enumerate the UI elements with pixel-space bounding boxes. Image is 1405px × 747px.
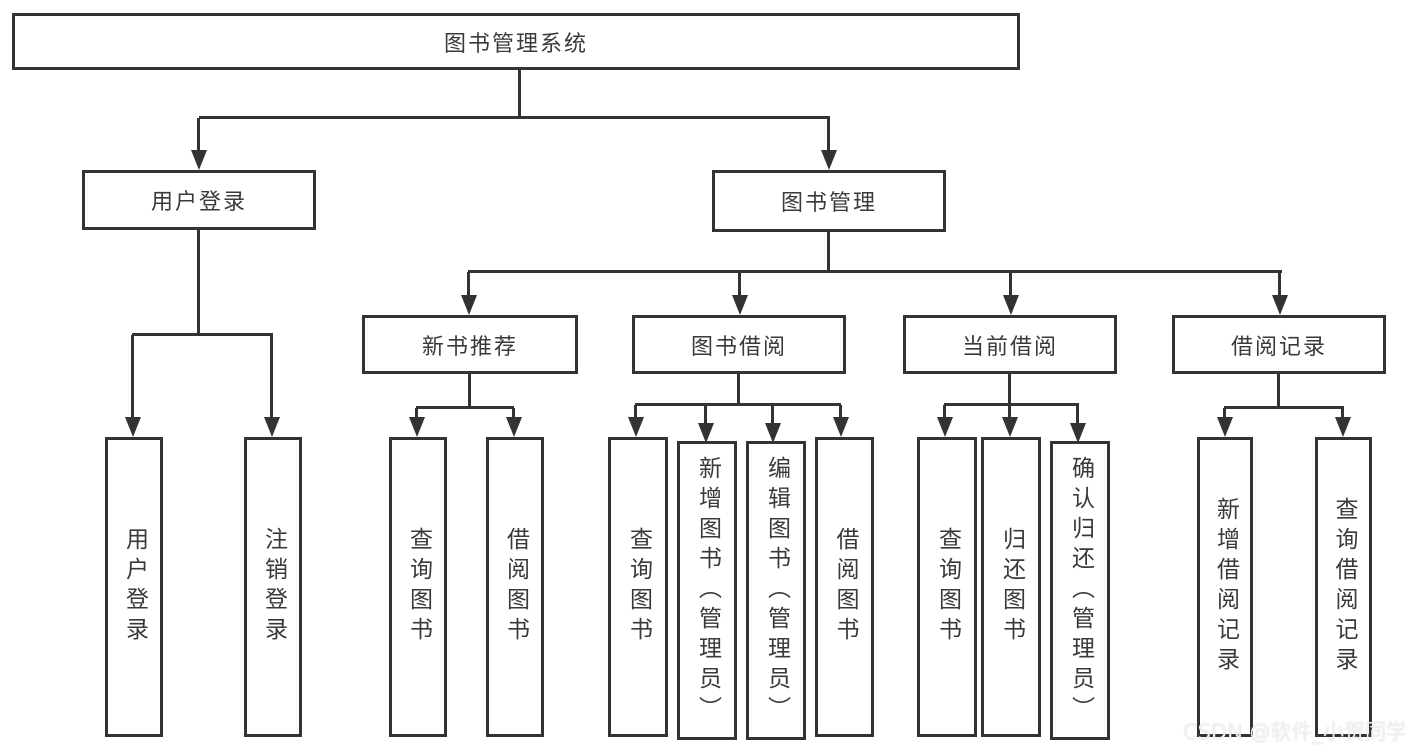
arrow-down-icon bbox=[698, 423, 714, 443]
connector-line bbox=[468, 374, 471, 408]
arrow-down-icon bbox=[1002, 417, 1018, 437]
leaf-borrow-books-2: 借阅图书 bbox=[815, 437, 874, 737]
connector-line bbox=[197, 230, 200, 335]
leaf-return-books-label: 归还图书 bbox=[998, 527, 1025, 647]
connector-line bbox=[635, 403, 841, 406]
connector-line bbox=[1008, 374, 1011, 405]
leaf-query-books-3-label: 查询图书 bbox=[934, 527, 961, 647]
leaf-query-borrow-record: 查询借阅记录 bbox=[1315, 437, 1372, 737]
node-user-login: 用户登录 bbox=[82, 170, 316, 230]
arrow-down-icon bbox=[937, 417, 953, 437]
leaf-query-books-2: 查询图书 bbox=[608, 437, 668, 737]
connector-line bbox=[827, 118, 830, 152]
connector-line bbox=[1278, 272, 1281, 297]
node-book-borrow: 图书借阅 bbox=[632, 315, 846, 374]
leaf-user-login-label: 用户登录 bbox=[121, 527, 148, 647]
leaf-add-borrow-record-label: 新增借阅记录 bbox=[1212, 497, 1239, 677]
connector-line bbox=[132, 333, 273, 336]
leaf-query-books-2-label: 查询图书 bbox=[625, 527, 652, 647]
connector-line bbox=[467, 272, 470, 297]
connector-line bbox=[518, 70, 521, 118]
leaf-query-books-3: 查询图书 bbox=[917, 437, 977, 737]
connector-line bbox=[1277, 374, 1280, 408]
node-book-management: 图书管理 bbox=[712, 170, 946, 232]
connector-line bbox=[197, 118, 200, 152]
leaf-query-books-1: 查询图书 bbox=[389, 437, 447, 737]
connector-line bbox=[415, 408, 418, 419]
connector-line bbox=[839, 405, 842, 419]
node-root-label: 图书管理系统 bbox=[443, 31, 588, 57]
connector-line bbox=[468, 270, 1282, 273]
arrow-down-icon bbox=[765, 423, 781, 443]
arrow-down-icon bbox=[461, 295, 477, 315]
leaf-borrow-books-1: 借阅图书 bbox=[486, 437, 544, 737]
arrow-down-icon bbox=[1070, 423, 1086, 443]
node-book-borrow-label: 图书借阅 bbox=[690, 334, 787, 360]
connector-line bbox=[416, 406, 514, 409]
leaf-user-login: 用户登录 bbox=[105, 437, 163, 737]
arrow-down-icon bbox=[1217, 417, 1233, 437]
leaf-add-borrow-record: 新增借阅记录 bbox=[1197, 437, 1253, 737]
arrow-down-icon bbox=[191, 150, 207, 170]
connector-line bbox=[131, 335, 134, 419]
node-root: 图书管理系统 bbox=[12, 13, 1020, 70]
connector-line bbox=[512, 408, 515, 419]
leaf-add-books-admin-label: 新增图书（管理员） bbox=[694, 455, 721, 726]
node-current-borrow-label: 当前借阅 bbox=[961, 334, 1058, 360]
leaf-confirm-return-admin: 确认归还（管理员） bbox=[1050, 441, 1110, 740]
connector-line bbox=[944, 403, 1079, 406]
connector-line bbox=[1008, 405, 1011, 419]
leaf-query-borrow-record-label: 查询借阅记录 bbox=[1331, 497, 1357, 677]
connector-line bbox=[704, 405, 707, 423]
leaf-borrow-books-2-label: 借阅图书 bbox=[832, 527, 858, 647]
leaf-edit-books-admin: 编辑图书（管理员） bbox=[746, 441, 806, 740]
node-borrow-records: 借阅记录 bbox=[1172, 315, 1386, 374]
leaf-query-books-1-label: 查询图书 bbox=[405, 527, 432, 647]
arrow-down-icon bbox=[264, 417, 280, 437]
arrow-down-icon bbox=[821, 150, 837, 170]
connector-line bbox=[771, 405, 774, 423]
connector-line bbox=[270, 335, 273, 419]
connector-line bbox=[199, 116, 830, 119]
leaf-logout: 注销登录 bbox=[244, 437, 302, 737]
leaf-logout-label: 注销登录 bbox=[260, 527, 287, 647]
connector-line bbox=[1224, 406, 1344, 409]
connector-line bbox=[943, 405, 946, 419]
arrow-down-icon bbox=[628, 417, 644, 437]
node-user-login-label: 用户登录 bbox=[150, 190, 247, 215]
leaf-return-books: 归还图书 bbox=[981, 437, 1041, 737]
arrow-down-icon bbox=[1272, 295, 1288, 315]
arrow-down-icon bbox=[125, 417, 141, 437]
arrow-down-icon bbox=[1335, 417, 1351, 437]
leaf-edit-books-admin-label: 编辑图书（管理员） bbox=[763, 455, 790, 726]
leaf-confirm-return-admin-label: 确认归还（管理员） bbox=[1067, 455, 1094, 726]
connector-line bbox=[827, 232, 830, 272]
node-new-book-recommend-label: 新书推荐 bbox=[421, 334, 518, 360]
leaf-add-books-admin: 新增图书（管理员） bbox=[677, 441, 737, 740]
connector-line bbox=[1009, 272, 1012, 297]
node-current-borrow: 当前借阅 bbox=[903, 315, 1117, 374]
connector-line bbox=[738, 272, 741, 297]
arrow-down-icon bbox=[833, 417, 849, 437]
connector-line bbox=[737, 374, 740, 405]
connector-line bbox=[1341, 408, 1344, 419]
arrow-down-icon bbox=[732, 295, 748, 315]
leaf-borrow-books-1-label: 借阅图书 bbox=[502, 527, 529, 647]
watermark: CSDN @软件_小贺同学 bbox=[1183, 720, 1405, 744]
connector-line bbox=[1223, 408, 1226, 419]
node-new-book-recommend: 新书推荐 bbox=[362, 315, 578, 374]
connector-line bbox=[1076, 405, 1079, 423]
node-book-management-label: 图书管理 bbox=[780, 191, 877, 216]
connector-line bbox=[634, 405, 637, 419]
node-borrow-records-label: 借阅记录 bbox=[1230, 334, 1327, 360]
arrow-down-icon bbox=[409, 417, 425, 437]
arrow-down-icon bbox=[1003, 295, 1019, 315]
arrow-down-icon bbox=[506, 417, 522, 437]
